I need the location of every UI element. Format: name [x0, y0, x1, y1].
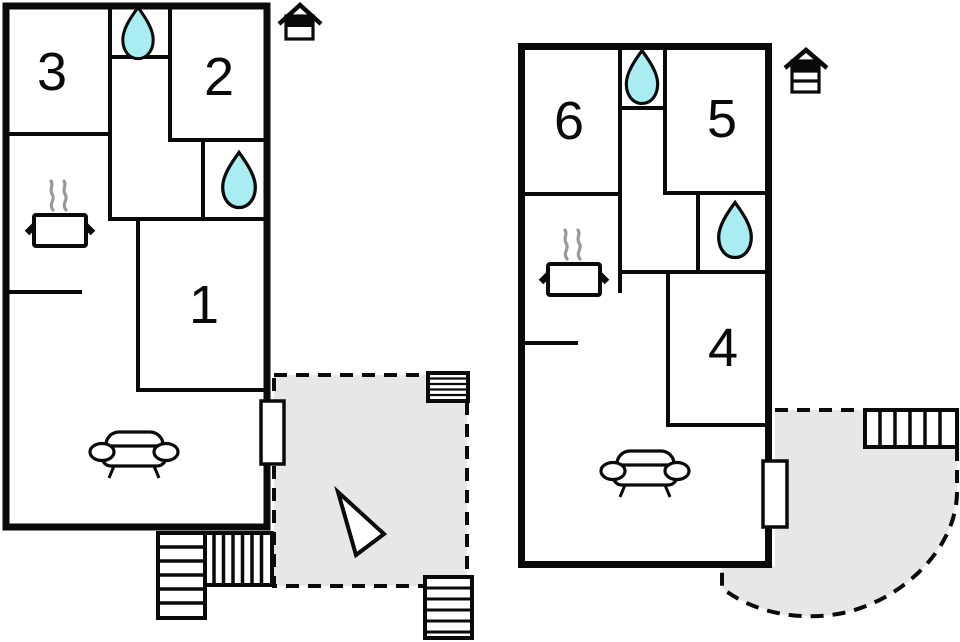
water-drop-icon: [717, 199, 753, 260]
door-opening: [761, 459, 789, 529]
stairs-icon: [156, 531, 207, 620]
water-drop-icon: [624, 47, 660, 106]
room-label-2: 2: [204, 47, 234, 107]
room-label-4: 4: [708, 318, 738, 378]
direction-arrow-icon: [334, 485, 388, 559]
floor-plan-right: 6 5 4: [518, 43, 959, 619]
interior-walls-right-unit: [525, 50, 765, 427]
sofa-icon: [88, 430, 180, 479]
cooktop-icon: [538, 228, 610, 297]
terrace-right-border: [720, 408, 959, 619]
water-drop-icon: [121, 4, 155, 61]
sofa-icon: [599, 449, 691, 498]
floor-plan-left: 3 2 1: [2, 1, 474, 640]
room-label-1: 1: [189, 275, 219, 335]
stairs-icon: [203, 531, 274, 587]
stairs-icon: [423, 575, 474, 640]
stairs-icon: [426, 371, 470, 403]
room-label-6: 6: [554, 91, 584, 151]
house-level-icon: [783, 47, 829, 94]
cooktop-icon: [24, 179, 96, 248]
door-opening: [259, 399, 286, 466]
house-level-icon: [277, 1, 323, 41]
room-label-5: 5: [707, 89, 737, 149]
stairs-icon: [863, 408, 959, 449]
water-drop-icon: [221, 149, 257, 210]
room-label-3: 3: [37, 42, 67, 102]
terrace-left: [272, 373, 469, 588]
